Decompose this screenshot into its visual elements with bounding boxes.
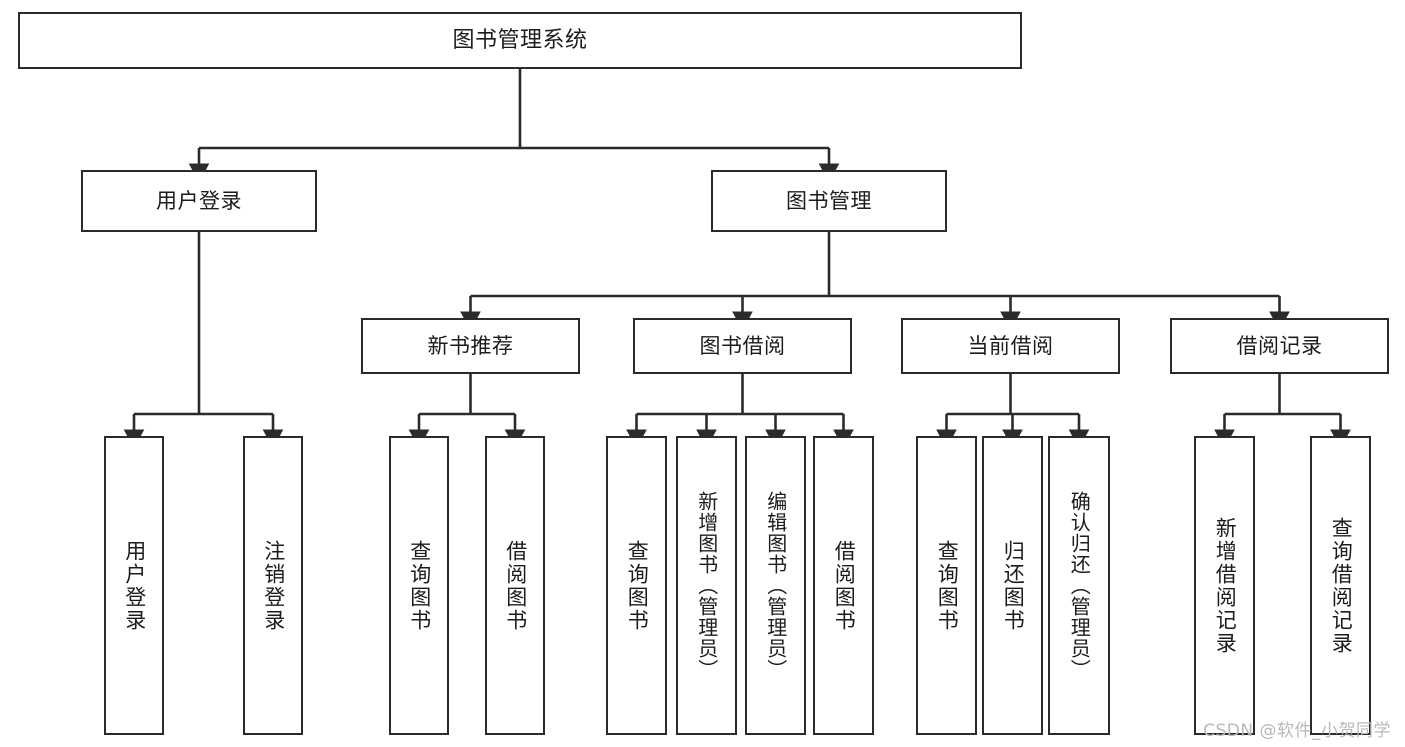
node-leaf-user-login[interactable]: 用户登录	[104, 436, 164, 735]
node-leaf-borrow-book-recommend[interactable]: 借阅图书	[485, 436, 545, 735]
node-label: 新增借阅记录	[1213, 516, 1238, 655]
node-label: 图书管理系统	[452, 27, 588, 53]
node-book-borrow[interactable]: 图书借阅	[633, 318, 852, 374]
node-label: 归还图书	[1001, 539, 1026, 632]
node-label: 当前借阅	[967, 333, 1054, 358]
node-label: 图书管理	[786, 188, 872, 213]
node-label: 借阅记录	[1236, 333, 1323, 358]
node-label: 查询借阅记录	[1329, 516, 1354, 655]
node-label: 确认归还（管理员）	[1067, 491, 1092, 680]
node-leaf-confirm-return-admin[interactable]: 确认归还（管理员）	[1048, 436, 1110, 735]
node-book-management[interactable]: 图书管理	[711, 170, 947, 232]
node-current-borrow[interactable]: 当前借阅	[901, 318, 1120, 374]
watermark-text: CSDN @软件_小贺同学	[1203, 721, 1391, 741]
node-leaf-return-book[interactable]: 归还图书	[982, 436, 1043, 735]
node-label: 查询图书	[625, 539, 650, 632]
node-label: 新书推荐	[427, 333, 514, 358]
node-leaf-query-book-recommend[interactable]: 查询图书	[389, 436, 449, 735]
node-leaf-borrow-book[interactable]: 借阅图书	[813, 436, 874, 735]
node-leaf-user-logout[interactable]: 注销登录	[243, 436, 303, 735]
node-new-book-recommend[interactable]: 新书推荐	[361, 318, 580, 374]
node-label: 用户登录	[122, 539, 147, 632]
node-root-system[interactable]: 图书管理系统	[18, 12, 1022, 69]
node-user-login[interactable]: 用户登录	[81, 170, 317, 232]
node-leaf-add-borrow-record[interactable]: 新增借阅记录	[1194, 436, 1255, 735]
node-label: 用户登录	[156, 188, 242, 213]
node-label: 查询图书	[935, 539, 960, 632]
node-leaf-query-book-borrow[interactable]: 查询图书	[606, 436, 667, 735]
node-leaf-query-borrow-record[interactable]: 查询借阅记录	[1310, 436, 1371, 735]
node-label: 借阅图书	[503, 539, 528, 632]
node-label: 图书借阅	[699, 333, 786, 358]
node-leaf-query-book-current[interactable]: 查询图书	[916, 436, 977, 735]
node-label: 新增图书（管理员）	[694, 491, 719, 680]
node-label: 借阅图书	[832, 539, 857, 632]
node-borrow-record[interactable]: 借阅记录	[1170, 318, 1389, 374]
node-label: 查询图书	[407, 539, 432, 632]
node-label: 编辑图书（管理员）	[763, 491, 788, 680]
node-leaf-add-book-admin[interactable]: 新增图书（管理员）	[676, 436, 737, 735]
node-leaf-edit-book-admin[interactable]: 编辑图书（管理员）	[745, 436, 806, 735]
node-label: 注销登录	[261, 539, 286, 632]
